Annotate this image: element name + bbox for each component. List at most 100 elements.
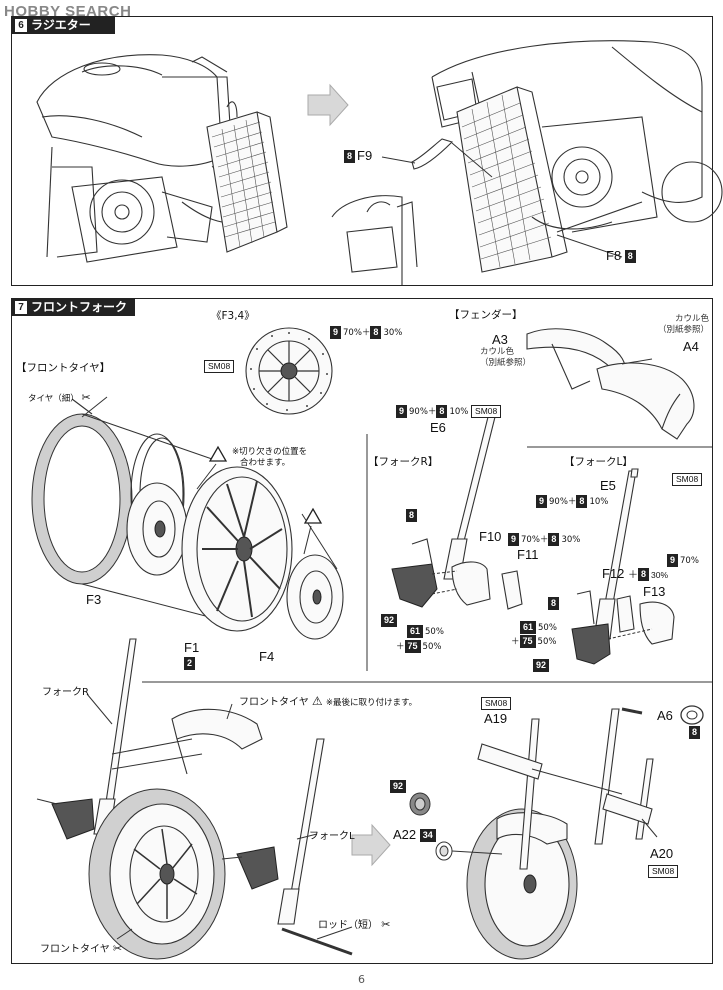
fork-r-color-8-badge: 8: [406, 509, 418, 522]
f10-pct-b: 30%: [561, 535, 581, 545]
fork-r-color-8: 8: [406, 509, 419, 522]
a6-color-badge: 8: [689, 726, 701, 739]
tire-label: タイヤ（細） ✂: [28, 392, 91, 404]
rod-label: ロッド（短） ✂: [318, 919, 390, 931]
fork-l-color-8: 8: [548, 597, 561, 610]
disc-pct-a: 70%＋: [343, 328, 371, 338]
notch-note: ※切り欠きの位置を 合わせます。: [232, 447, 307, 469]
a22-color-badge: 34: [419, 829, 436, 843]
e5-pct-b: 10%: [589, 497, 609, 507]
warning-icon: ⚠: [311, 694, 323, 708]
part-f3: F3: [86, 592, 102, 607]
a20-sm: SM08: [648, 865, 679, 878]
a22-color-92-badge: 92: [390, 780, 407, 793]
notch-note-line1: ※切り欠きの位置を: [232, 447, 308, 457]
fork-l-header: 【フォークL】: [564, 456, 633, 468]
fork-r-75-pct: 50%: [422, 642, 442, 652]
part-a22: A22 34: [393, 828, 438, 843]
e5-color-b-badge: 8: [576, 495, 588, 508]
cowl-color-left-1: カウル色: [480, 347, 515, 357]
disc-sm: SM08: [204, 360, 235, 373]
part-f1: F1 2: [184, 640, 200, 671]
fork-r-61-pct: 50%: [425, 627, 444, 637]
f12-color-a-badge: 9: [667, 554, 679, 567]
disc-color-b-badge: 8: [370, 326, 382, 339]
step6-header: 6 ラジエター: [12, 17, 115, 34]
step6-title: ラジエター: [31, 18, 91, 32]
e6-sm: SM08: [471, 405, 502, 418]
part-f12-label: F12: [602, 566, 625, 581]
e5-pct-a: 90%＋: [549, 497, 577, 507]
f8-color-badge: 8: [624, 250, 636, 264]
fork-l-61-badge: 61: [520, 621, 537, 634]
f12-color-b-badge: 8: [638, 568, 650, 582]
fork-l-label: フォークL: [309, 831, 355, 842]
a19-sm: SM08: [481, 697, 512, 710]
e6-pct-b: 10%: [449, 407, 469, 417]
a6-color: 8: [689, 726, 702, 739]
scissors-icon: ✂: [112, 942, 123, 955]
f10-color-b-badge: 8: [548, 533, 560, 546]
last-note: ※最後に取り付けます。: [325, 698, 418, 708]
part-a20: A20: [650, 846, 674, 861]
part-f11: F11: [517, 547, 539, 562]
watermark: HOBBY SEARCH: [4, 4, 131, 19]
disc-pct-b: 30%: [383, 328, 403, 338]
part-a4: A4: [683, 339, 699, 354]
step6-panel: 6 ラジエター: [11, 16, 723, 286]
a20-sm-badge: SM08: [648, 865, 679, 878]
fork-l-plus: ＋: [511, 637, 520, 647]
fork-l-75-pct: 50%: [537, 637, 557, 647]
step7-number: 7: [15, 301, 27, 314]
fender-header: 【フェンダー】: [449, 309, 523, 321]
f9-color-badge: 8: [344, 150, 356, 164]
e5-sm: SM08: [672, 473, 703, 486]
e6-color-a-badge: 9: [396, 405, 408, 418]
fork-r-61-badge: 61: [407, 625, 424, 638]
part-f4: F4: [259, 649, 275, 664]
part-a19: A19: [484, 711, 508, 726]
notch-note-line2: 合わせます。: [240, 458, 291, 468]
part-f10: F10: [479, 529, 502, 544]
page-number: 6: [358, 973, 365, 986]
tire-label-text: タイヤ（細）: [28, 394, 79, 404]
f12-pct-a: 70%: [680, 556, 699, 566]
cowl-color-left: カウル色 （別紙参照）: [480, 347, 531, 369]
front-tire-bottom-text: フロントタイヤ: [40, 944, 110, 955]
front-tire-header: 【フロントタイヤ】: [16, 362, 111, 374]
step7-title: フロントフォーク: [31, 300, 128, 314]
disc-sm-badge: SM08: [204, 360, 235, 373]
front-tire-bottom-label: フロントタイヤ ✂: [40, 943, 122, 955]
front-fork-illustration: [31, 327, 712, 960]
f12-pct-b: 30%: [651, 570, 669, 580]
fork-r-label: フォークR: [42, 687, 89, 698]
e5-sm-badge: SM08: [672, 473, 703, 486]
part-e5: E5: [600, 478, 616, 493]
front-tire-note: フロントタイヤ ⚠ ※最後に取り付けます。: [239, 695, 417, 708]
scissors-icon: ✂: [81, 391, 91, 404]
part-f1-label: F1: [184, 640, 200, 655]
f8-label: F8: [606, 248, 622, 263]
part-a3: A3: [492, 332, 508, 347]
cowl-color-left-2: （別紙参照）: [480, 358, 532, 368]
step6-number: 6: [15, 19, 27, 32]
e6-color-b-badge: 8: [436, 405, 448, 418]
fork-r-color-92: 92: [381, 614, 399, 627]
cowl-color-right-1: カウル色: [675, 314, 710, 324]
cowl-color-right-2: （別紙参照）: [658, 325, 710, 335]
fork-l-color-92: 92: [533, 659, 551, 672]
a19-sm-badge: SM08: [481, 697, 512, 710]
rod-label-text: ロッド（短）: [318, 920, 378, 931]
part-f13: F13: [643, 584, 666, 599]
part-e6: E6: [430, 420, 446, 435]
fork-l-75-badge: 75: [519, 635, 536, 648]
